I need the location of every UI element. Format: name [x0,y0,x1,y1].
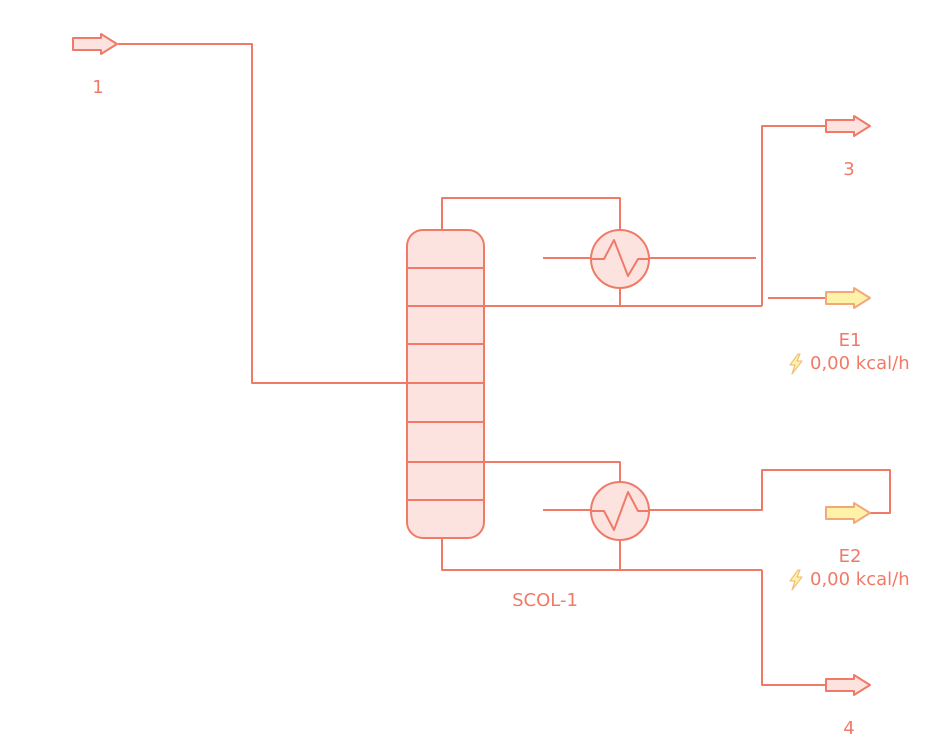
stream-1-arrow-icon[interactable] [72,33,118,55]
e2-arrow-icon[interactable] [825,502,871,524]
reboiler-feed-line[interactable] [484,461,621,482]
e2-line[interactable] [649,469,891,514]
e1-duty-value: 0,00 kcal/h [810,353,910,374]
condenser-icon[interactable] [590,229,650,289]
stream-1-label: 1 [92,77,104,98]
reboiler-icon[interactable] [590,481,650,541]
lightning-bolt-icon [789,353,803,375]
distillation-column-icon[interactable] [406,229,485,539]
overhead-vapor-line[interactable] [441,197,621,230]
e1-arrow-icon[interactable] [825,287,871,309]
e2-name-label: E2 [838,546,862,567]
bottoms-line[interactable] [441,538,762,571]
e1-duty: 0,00 kcal/h [788,353,910,375]
stream-4-arrow-icon[interactable] [825,674,871,696]
e1-name-label: E1 [838,330,862,351]
stream-3-line[interactable] [761,125,826,306]
e2-duty: 0,00 kcal/h [788,569,910,591]
stream-4-label: 4 [843,718,855,739]
stream-3-arrow-icon[interactable] [825,115,871,137]
lightning-bolt-icon [789,569,803,591]
stream-4-line[interactable] [761,570,826,686]
stream-1-line[interactable] [118,43,407,384]
stream-3-label: 3 [843,159,855,180]
unit-name-label: SCOL-1 [512,590,578,611]
e2-duty-value: 0,00 kcal/h [810,569,910,590]
